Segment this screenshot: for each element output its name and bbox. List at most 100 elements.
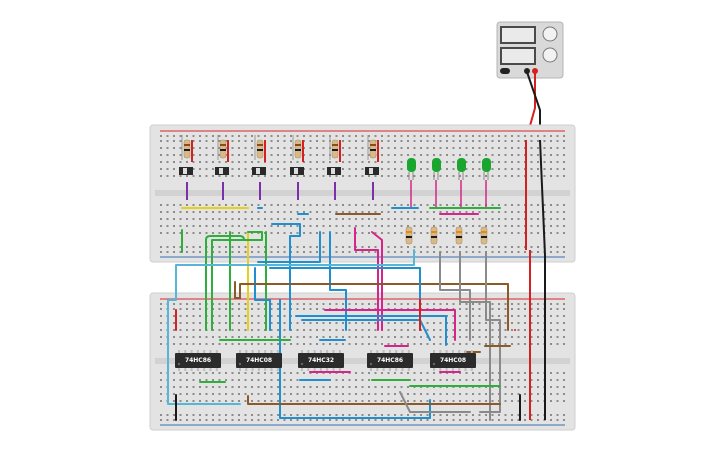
switch-knob[interactable]: [331, 168, 335, 174]
jumper-wire[interactable]: [211, 231, 263, 331]
breadboard-hole: [550, 168, 552, 170]
positive-terminal[interactable]: [532, 68, 538, 74]
switch-knob[interactable]: [183, 168, 187, 174]
breadboard-top[interactable]: [149, 124, 576, 263]
breadboard-hole: [556, 225, 559, 227]
ic-body[interactable]: [430, 353, 476, 368]
breadboard-hole: [348, 225, 351, 227]
jumper-wire[interactable]: [247, 395, 501, 405]
switch-knob[interactable]: [219, 168, 223, 174]
breadboard-hole: [166, 154, 169, 156]
led-resistor[interactable]: [405, 226, 413, 245]
power-supply[interactable]: [496, 21, 564, 79]
breadboard-hole: [238, 154, 240, 156]
green-led-icon[interactable]: [407, 158, 416, 172]
ic-body[interactable]: [298, 353, 344, 368]
ic-body[interactable]: [367, 353, 413, 368]
jumper-wire[interactable]: [399, 391, 471, 413]
green-led-icon[interactable]: [457, 158, 466, 172]
breadboard-hole: [543, 147, 546, 149]
jumper-wire[interactable]: [234, 281, 509, 331]
breadboard-hole: [537, 372, 539, 374]
breadboard-hole: [400, 386, 403, 388]
breadboard-hole: [283, 329, 286, 331]
breadboard-hole: [452, 140, 455, 142]
breadboard-hole: [511, 154, 513, 156]
jumper-wire[interactable]: [439, 251, 471, 341]
ic-chip[interactable]: 74HC32: [298, 350, 344, 371]
power-switch[interactable]: [500, 68, 510, 74]
breadboard-hole: [439, 393, 442, 395]
breadboard-hole: [303, 303, 305, 305]
breadboard-bottom[interactable]: [149, 292, 576, 431]
voltage-knob-icon[interactable]: [542, 26, 558, 42]
breadboard-hole: [446, 147, 448, 149]
breadboard-hole: [270, 343, 273, 345]
breadboard-hole: [517, 225, 520, 227]
ic-pin: [251, 368, 254, 371]
breadboard-hole: [303, 251, 305, 253]
breadboard-hole: [426, 175, 429, 177]
jumper-wire[interactable]: [324, 309, 456, 341]
jumper-wire[interactable]: [167, 249, 415, 405]
ic-chip[interactable]: 74HC08: [430, 350, 476, 371]
jumper-wire[interactable]: [257, 231, 321, 263]
jumper-wire[interactable]: [205, 235, 245, 241]
led-resistor[interactable]: [480, 226, 488, 245]
breadboard-hole: [322, 336, 325, 338]
jumper-wire[interactable]: [371, 231, 383, 331]
breadboard-hole: [472, 379, 474, 381]
breadboard-hole: [439, 204, 442, 206]
breadboard-hole: [283, 135, 286, 137]
breadboard-hole: [511, 135, 513, 137]
breadboard-hole: [179, 322, 182, 324]
negative-terminal[interactable]: [524, 68, 530, 74]
breadboard-hole: [303, 204, 305, 206]
breadboard-hole: [348, 414, 351, 416]
breadboard-hole: [309, 303, 312, 305]
breadboard-hole: [550, 419, 552, 421]
breadboard-hole: [413, 343, 416, 345]
breadboard-hole: [550, 175, 552, 177]
ic-body[interactable]: [236, 353, 282, 368]
jumper-wire[interactable]: [295, 315, 447, 346]
resistor-band: [456, 236, 462, 238]
jumper-wire[interactable]: [459, 251, 491, 421]
input-switch-group: [179, 135, 379, 200]
ic-chip[interactable]: 74HC08: [236, 350, 282, 371]
current-knob-icon[interactable]: [542, 47, 558, 63]
breadboard-hole: [283, 225, 286, 227]
ic-chip[interactable]: 74HC86: [367, 350, 413, 371]
breadboard-hole: [433, 414, 435, 416]
breadboard-hole: [296, 175, 299, 177]
breadboard-hole: [361, 211, 364, 213]
breadboard-hole: [238, 400, 240, 402]
breadboard-hole: [238, 161, 240, 163]
jumper-wire[interactable]: [479, 251, 501, 413]
breadboard-hole: [231, 135, 234, 137]
jumper-wire[interactable]: [354, 227, 379, 331]
ic-chip[interactable]: 74HC86: [175, 350, 221, 371]
breadboard-hole: [251, 135, 253, 137]
breadboard-hole: [407, 336, 409, 338]
breadboard-hole: [277, 303, 279, 305]
switch-knob[interactable]: [294, 168, 298, 174]
breadboard-hole: [192, 372, 195, 374]
ic-body[interactable]: [175, 353, 221, 368]
rail-power-black-top[interactable]: [539, 139, 546, 256]
breadboard-hole: [368, 211, 370, 213]
breadboard-hole: [511, 419, 513, 421]
breadboard-hole: [231, 246, 234, 248]
switch-knob[interactable]: [369, 168, 373, 174]
led-resistor[interactable]: [455, 226, 463, 245]
green-led-icon[interactable]: [482, 158, 491, 172]
ic-pin: [190, 368, 193, 371]
green-led-icon[interactable]: [432, 158, 441, 172]
breadboard-hole: [459, 154, 461, 156]
led-resistor[interactable]: [430, 226, 438, 245]
switch-knob[interactable]: [256, 168, 260, 174]
breadboard-hole: [296, 329, 299, 331]
breadboard-hole: [446, 140, 448, 142]
breadboard-hole: [374, 393, 377, 395]
